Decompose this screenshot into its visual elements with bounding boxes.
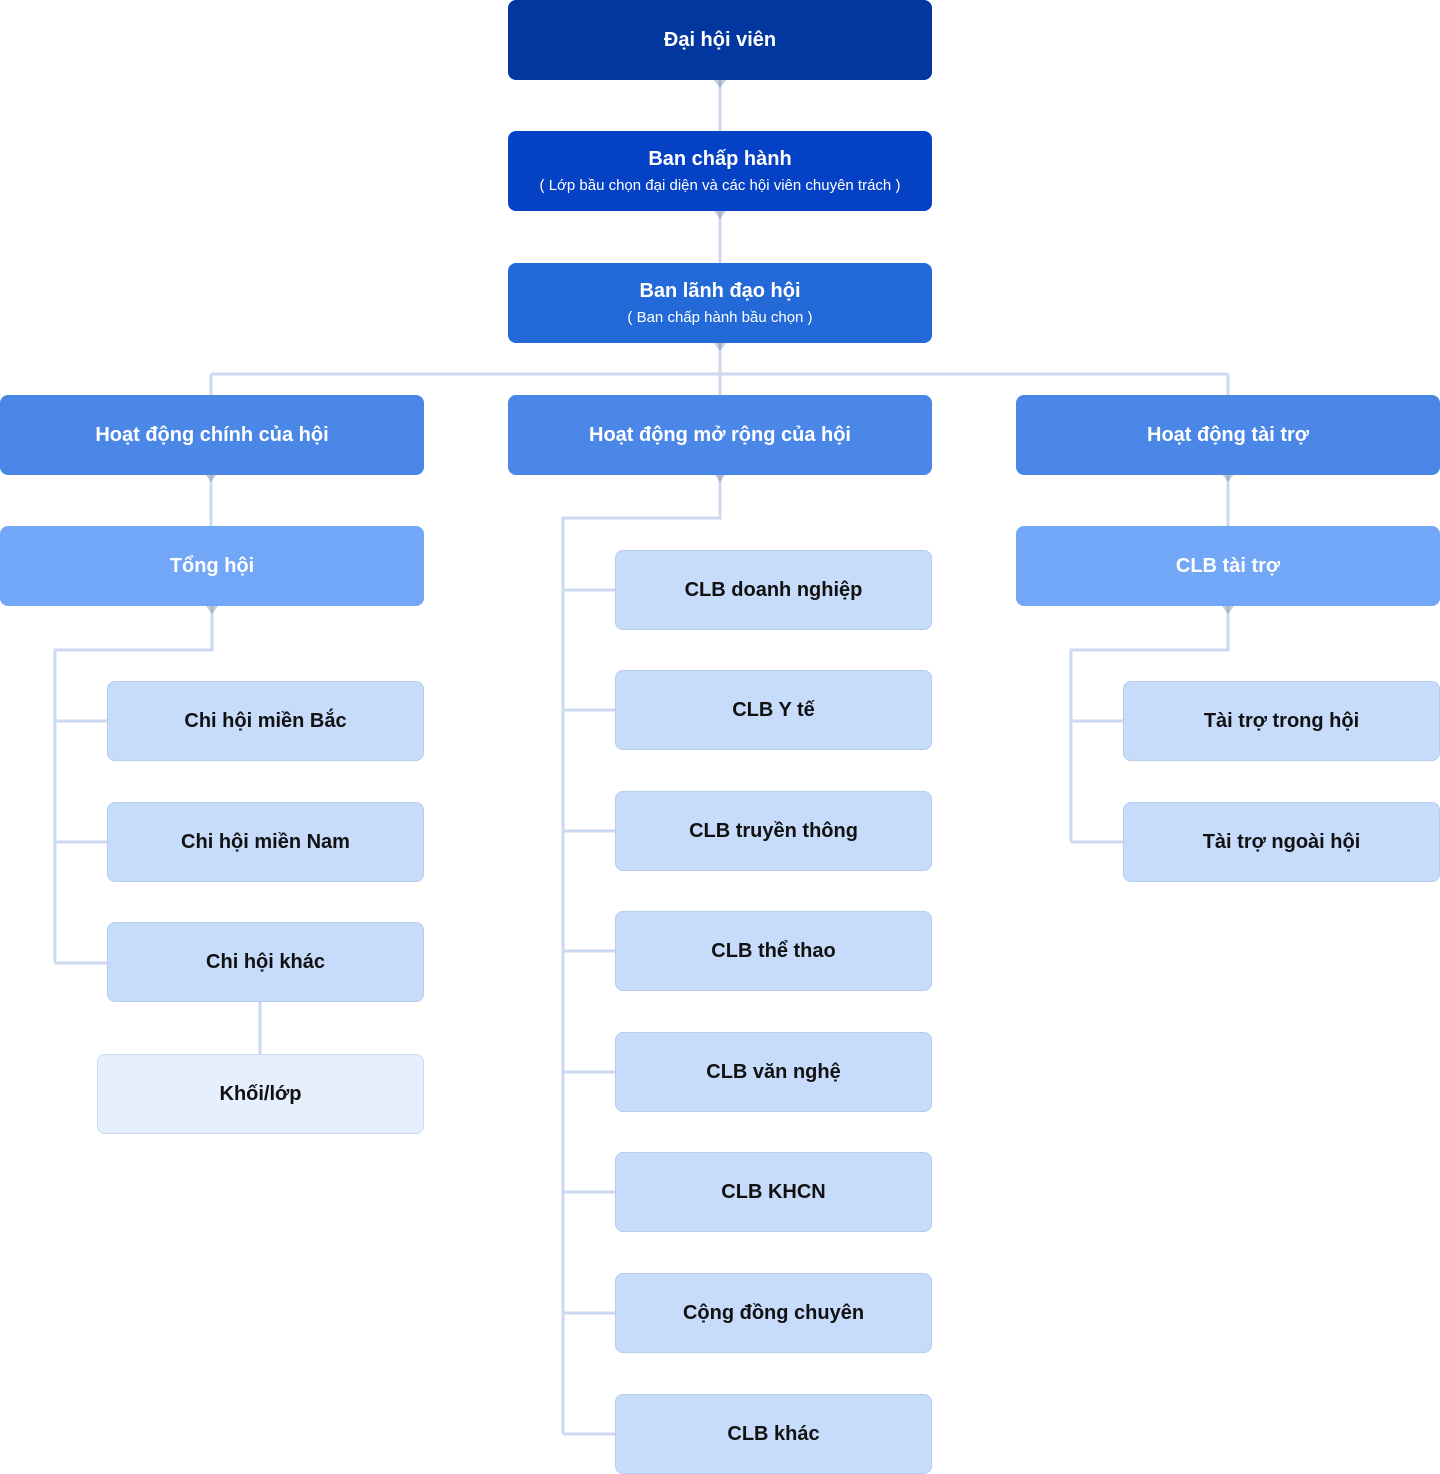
edge-arrow: [714, 211, 726, 219]
node-ban-chap-hanh: Ban chấp hành ( Lớp bầu chọn đại diện và…: [508, 131, 932, 211]
node-clb-tai-tro: CLB tài trợ: [1016, 526, 1440, 606]
node-title: Cộng đồng chuyên: [682, 1301, 865, 1324]
node-title: Đại hội viên: [663, 28, 777, 51]
node-title: CLB văn nghệ: [706, 1060, 841, 1083]
edge-arrow: [714, 80, 726, 88]
node-title: Chi hội khác: [206, 950, 325, 973]
node-clb-doanh-nghiep: CLB doanh nghiệp: [615, 550, 932, 630]
node-title: Ban lãnh đạo hội: [639, 280, 801, 302]
node-subtitle: ( Ban chấp hành bầu chọn ): [627, 309, 813, 326]
node-title: Chi hội miền Bắc: [184, 709, 347, 732]
node-title: Hoạt động chính của hội: [95, 423, 329, 446]
node-title: Hoạt động tài trợ: [1147, 423, 1309, 446]
node-chi-hoi-mien-bac: Chi hội miền Bắc: [107, 681, 424, 761]
node-title: Tài trợ ngoài hội: [1202, 830, 1361, 853]
node-title: CLB thể thao: [711, 939, 836, 962]
edge-banlanhdao-activities: [209, 343, 1230, 395]
node-title: CLB khác: [727, 1422, 820, 1445]
node-clb-khcn: CLB KHCN: [615, 1152, 932, 1232]
node-chi-hoi-khac: Chi hội khác: [107, 922, 424, 1002]
edge-arrow: [714, 474, 726, 482]
node-title: CLB tài trợ: [1175, 554, 1281, 577]
node-ban-lanh-dao-hoi: Ban lãnh đạo hội ( Ban chấp hành bầu chọ…: [508, 263, 932, 343]
node-khoi-lop: Khối/lớp: [97, 1054, 424, 1134]
node-dai-hoi-vien: Đại hội viên: [508, 0, 932, 80]
edge-arrow: [714, 343, 726, 351]
edge-arrow: [1222, 474, 1234, 482]
node-tai-tro-ngoai-hoi: Tài trợ ngoài hội: [1123, 802, 1440, 882]
node-subtitle: ( Lớp bầu chọn đại diện và các hội viên …: [539, 177, 901, 194]
node-title: CLB KHCN: [721, 1180, 826, 1203]
node-title: CLB doanh nghiệp: [684, 578, 863, 601]
node-title: Khối/lớp: [219, 1082, 302, 1105]
node-tong-hoi: Tổng hội: [0, 526, 424, 606]
edge-tonghoi-chihoi: [53, 606, 214, 965]
node-cong-dong-chuyen: Cộng đồng chuyên: [615, 1273, 932, 1353]
node-tai-tro-trong-hoi: Tài trợ trong hội: [1123, 681, 1440, 761]
node-hoat-dong-chinh: Hoạt động chính của hội: [0, 395, 424, 475]
node-clb-van-nghe: CLB văn nghệ: [615, 1032, 932, 1112]
node-hoat-dong-tai-tro: Hoạt động tài trợ: [1016, 395, 1440, 475]
node-clb-khac: CLB khác: [615, 1394, 932, 1474]
edge-arrow: [1222, 606, 1234, 614]
edge-clbtaitro-children: [1069, 606, 1230, 844]
edge-arrow: [206, 606, 218, 614]
edge-morong-clb: [561, 474, 722, 1436]
node-title: CLB Y tế: [732, 698, 815, 721]
node-clb-the-thao: CLB thể thao: [615, 911, 932, 991]
node-chi-hoi-mien-nam: Chi hội miền Nam: [107, 802, 424, 882]
node-title: Ban chấp hành: [648, 148, 792, 170]
node-hoat-dong-mo-rong: Hoạt động mở rộng của hội: [508, 395, 932, 475]
node-title: CLB truyền thông: [689, 819, 858, 842]
node-clb-truyen-thong: CLB truyền thông: [615, 791, 932, 871]
node-title: Tài trợ trong hội: [1203, 709, 1360, 732]
node-title: Hoạt động mở rộng của hội: [589, 423, 851, 446]
edge-arrow: [205, 474, 217, 482]
node-title: Tổng hội: [169, 554, 255, 577]
node-clb-y-te: CLB Y tế: [615, 670, 932, 750]
node-title: Chi hội miền Nam: [181, 830, 350, 853]
